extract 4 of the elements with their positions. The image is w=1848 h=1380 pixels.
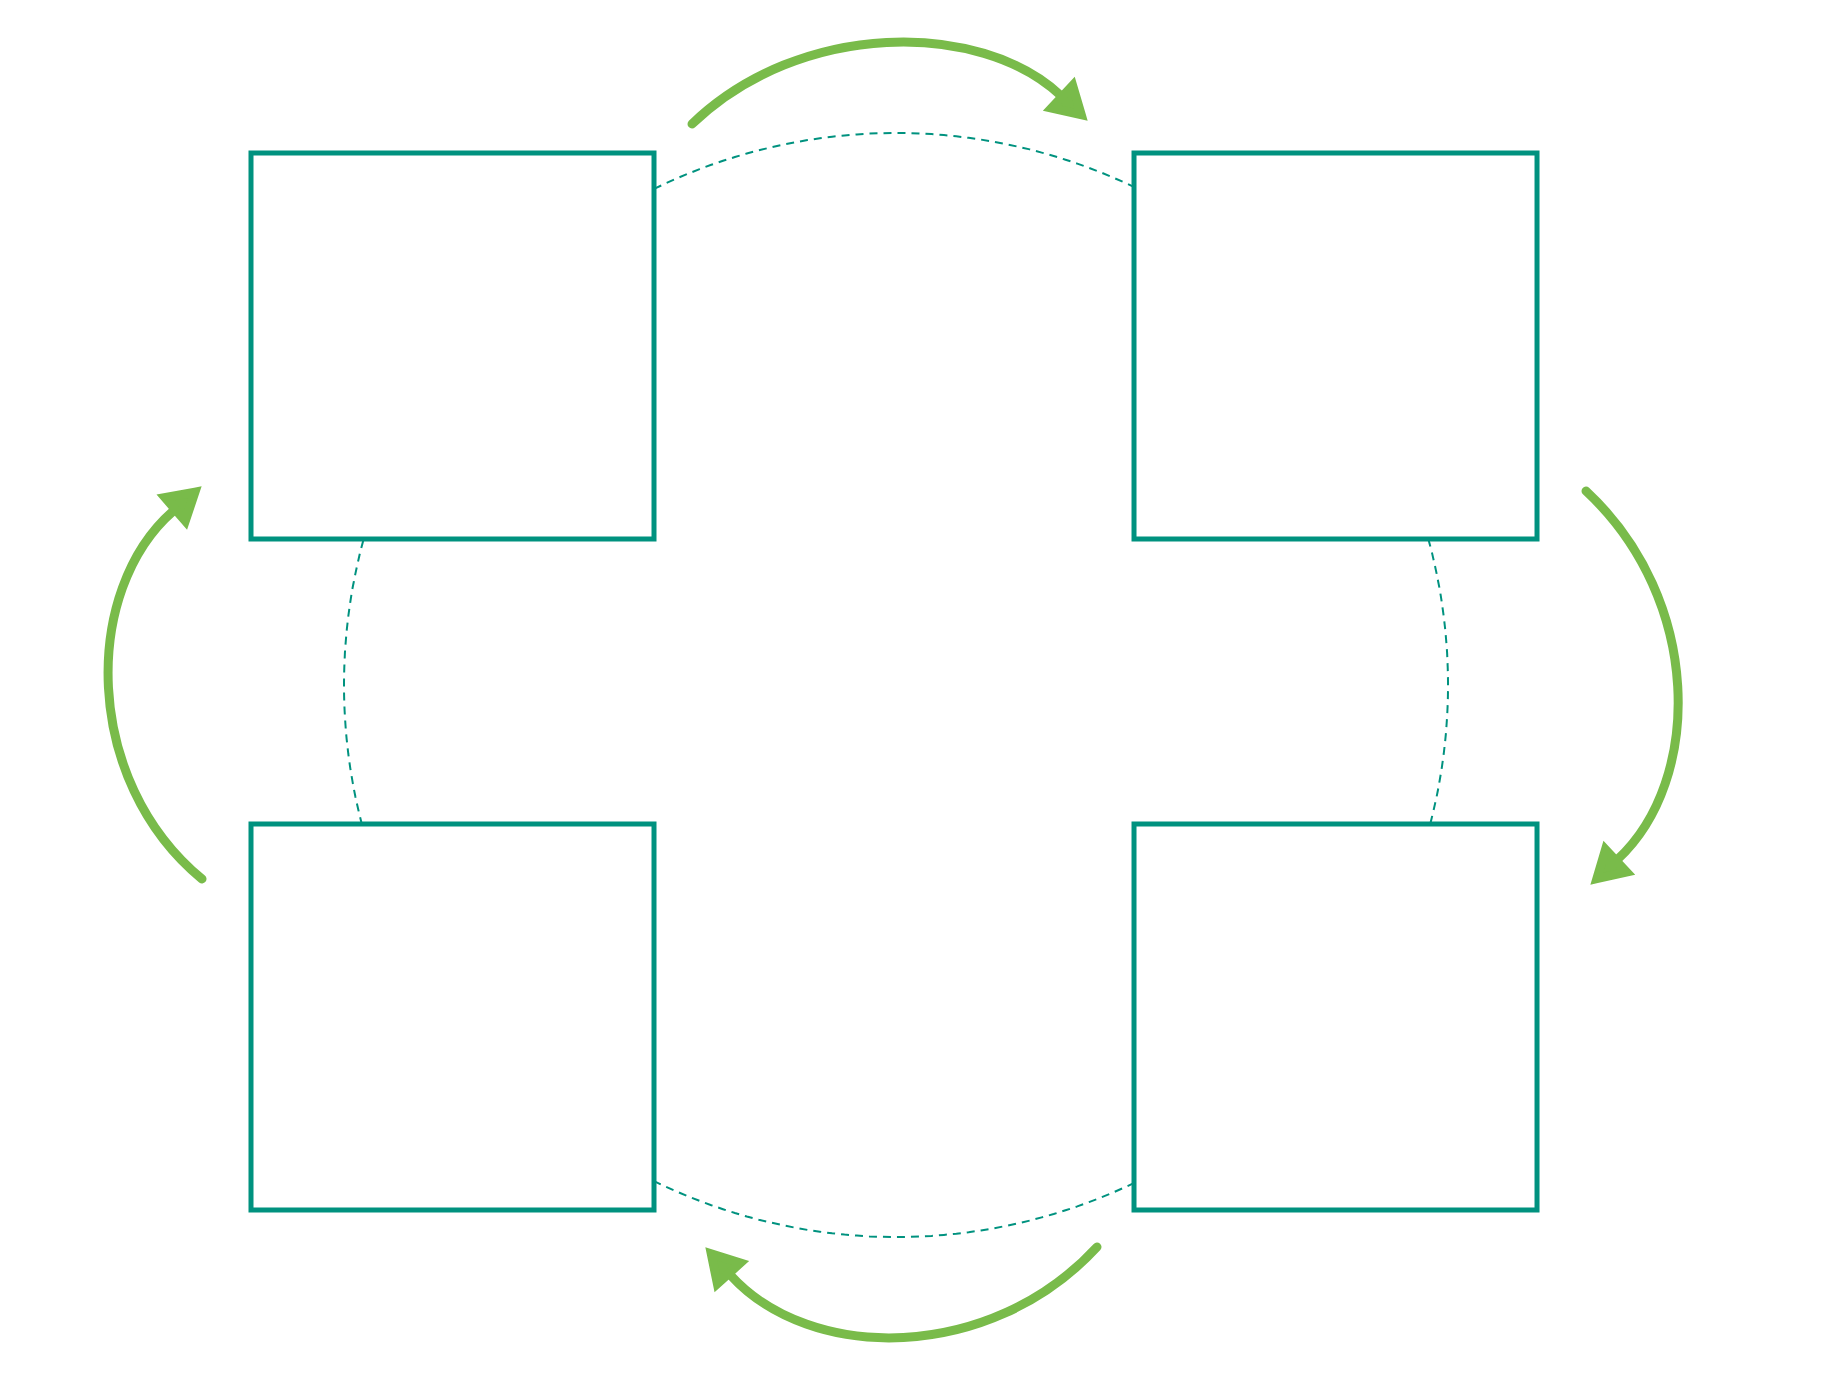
square-box xyxy=(248,821,657,1213)
square-box xyxy=(1131,150,1540,542)
square-box xyxy=(1131,821,1540,1213)
square-box xyxy=(248,150,657,542)
